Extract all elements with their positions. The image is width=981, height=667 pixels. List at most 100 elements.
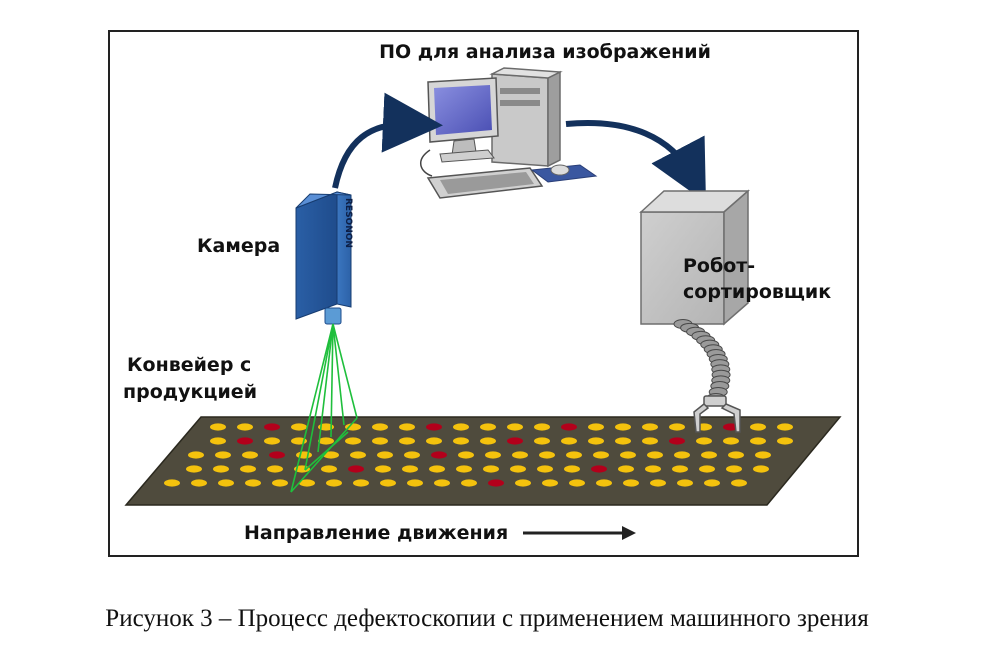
- product-item: [645, 465, 661, 473]
- flow-arrow-camera-to-software: [332, 92, 443, 189]
- product-item: [213, 465, 229, 473]
- defect-item: [426, 423, 442, 431]
- product-item: [296, 451, 312, 459]
- product-item: [704, 479, 720, 487]
- product-item: [677, 479, 693, 487]
- product-item: [345, 423, 361, 431]
- product-item: [372, 423, 388, 431]
- product-item: [696, 437, 712, 445]
- flow-arrow-software-to-robot: [565, 120, 706, 203]
- product-item: [701, 451, 717, 459]
- camera-beam: [290, 323, 358, 493]
- product-item: [407, 479, 423, 487]
- product-item: [534, 437, 550, 445]
- product-item: [264, 437, 280, 445]
- product-item: [569, 479, 585, 487]
- defect-item: [237, 437, 253, 445]
- product-item: [647, 451, 663, 459]
- conveyor-label-line1: Конвейер с: [127, 354, 251, 376]
- product-item: [402, 465, 418, 473]
- product-item: [372, 437, 388, 445]
- defect-item: [431, 451, 447, 459]
- product-item: [267, 465, 283, 473]
- product-item: [456, 465, 472, 473]
- product-item: [245, 479, 261, 487]
- product-item: [453, 437, 469, 445]
- product-item: [674, 451, 690, 459]
- defect-item: [488, 479, 504, 487]
- product-item: [588, 423, 604, 431]
- product-item: [461, 479, 477, 487]
- product-item: [642, 437, 658, 445]
- defect-item: [507, 437, 523, 445]
- product-item: [672, 465, 688, 473]
- product-item: [218, 479, 234, 487]
- product-item: [539, 451, 555, 459]
- computer-icon: [420, 67, 598, 199]
- product-item: [542, 479, 558, 487]
- product-item: [272, 479, 288, 487]
- product-item: [186, 465, 202, 473]
- product-item: [728, 451, 744, 459]
- product-item: [480, 437, 496, 445]
- defect-item: [591, 465, 607, 473]
- camera-icon: [295, 191, 352, 325]
- defect-item: [561, 423, 577, 431]
- product-item: [564, 465, 580, 473]
- product-item: [291, 423, 307, 431]
- product-item: [755, 451, 771, 459]
- product-item: [650, 479, 666, 487]
- defect-item: [269, 451, 285, 459]
- product-item: [375, 465, 391, 473]
- product-item: [561, 437, 577, 445]
- robot-label-line2: сортировщик: [683, 281, 831, 303]
- product-item: [434, 479, 450, 487]
- product-item: [380, 479, 396, 487]
- product-item: [191, 479, 207, 487]
- robot-arm-icon: [673, 319, 731, 403]
- conveyor-label-line2: продукцией: [123, 381, 257, 403]
- product-item: [515, 479, 531, 487]
- direction-label: Направление движения: [244, 522, 508, 544]
- product-item: [399, 437, 415, 445]
- product-item: [426, 437, 442, 445]
- product-item: [618, 465, 634, 473]
- product-item: [237, 423, 253, 431]
- product-item: [485, 451, 501, 459]
- product-item: [210, 423, 226, 431]
- product-item: [188, 451, 204, 459]
- robot-sorter-icon: [639, 189, 750, 326]
- product-item: [453, 423, 469, 431]
- product-item: [615, 423, 631, 431]
- product-item: [726, 465, 742, 473]
- product-item: [731, 479, 747, 487]
- product-item: [750, 423, 766, 431]
- product-item: [566, 451, 582, 459]
- product-item: [318, 423, 334, 431]
- product-item: [615, 437, 631, 445]
- product-item: [593, 451, 609, 459]
- camera-label: Камера: [197, 235, 280, 257]
- direction-arrow-head: [622, 526, 636, 540]
- product-item: [353, 479, 369, 487]
- product-item: [323, 451, 339, 459]
- product-item: [669, 423, 685, 431]
- product-item: [623, 479, 639, 487]
- defect-item: [264, 423, 280, 431]
- product-item: [596, 479, 612, 487]
- product-item: [512, 451, 528, 459]
- figure-caption: Рисунок 3 – Процесс дефектоскопии с прим…: [105, 605, 869, 632]
- product-item: [399, 423, 415, 431]
- product-item: [242, 451, 258, 459]
- product-items: [164, 423, 793, 487]
- product-item: [777, 423, 793, 431]
- product-item: [458, 451, 474, 459]
- product-item: [699, 465, 715, 473]
- product-item: [642, 423, 658, 431]
- defect-item: [348, 465, 364, 473]
- product-item: [750, 437, 766, 445]
- product-item: [483, 465, 499, 473]
- camera-brand-text: RESONON: [343, 198, 353, 248]
- product-item: [723, 437, 739, 445]
